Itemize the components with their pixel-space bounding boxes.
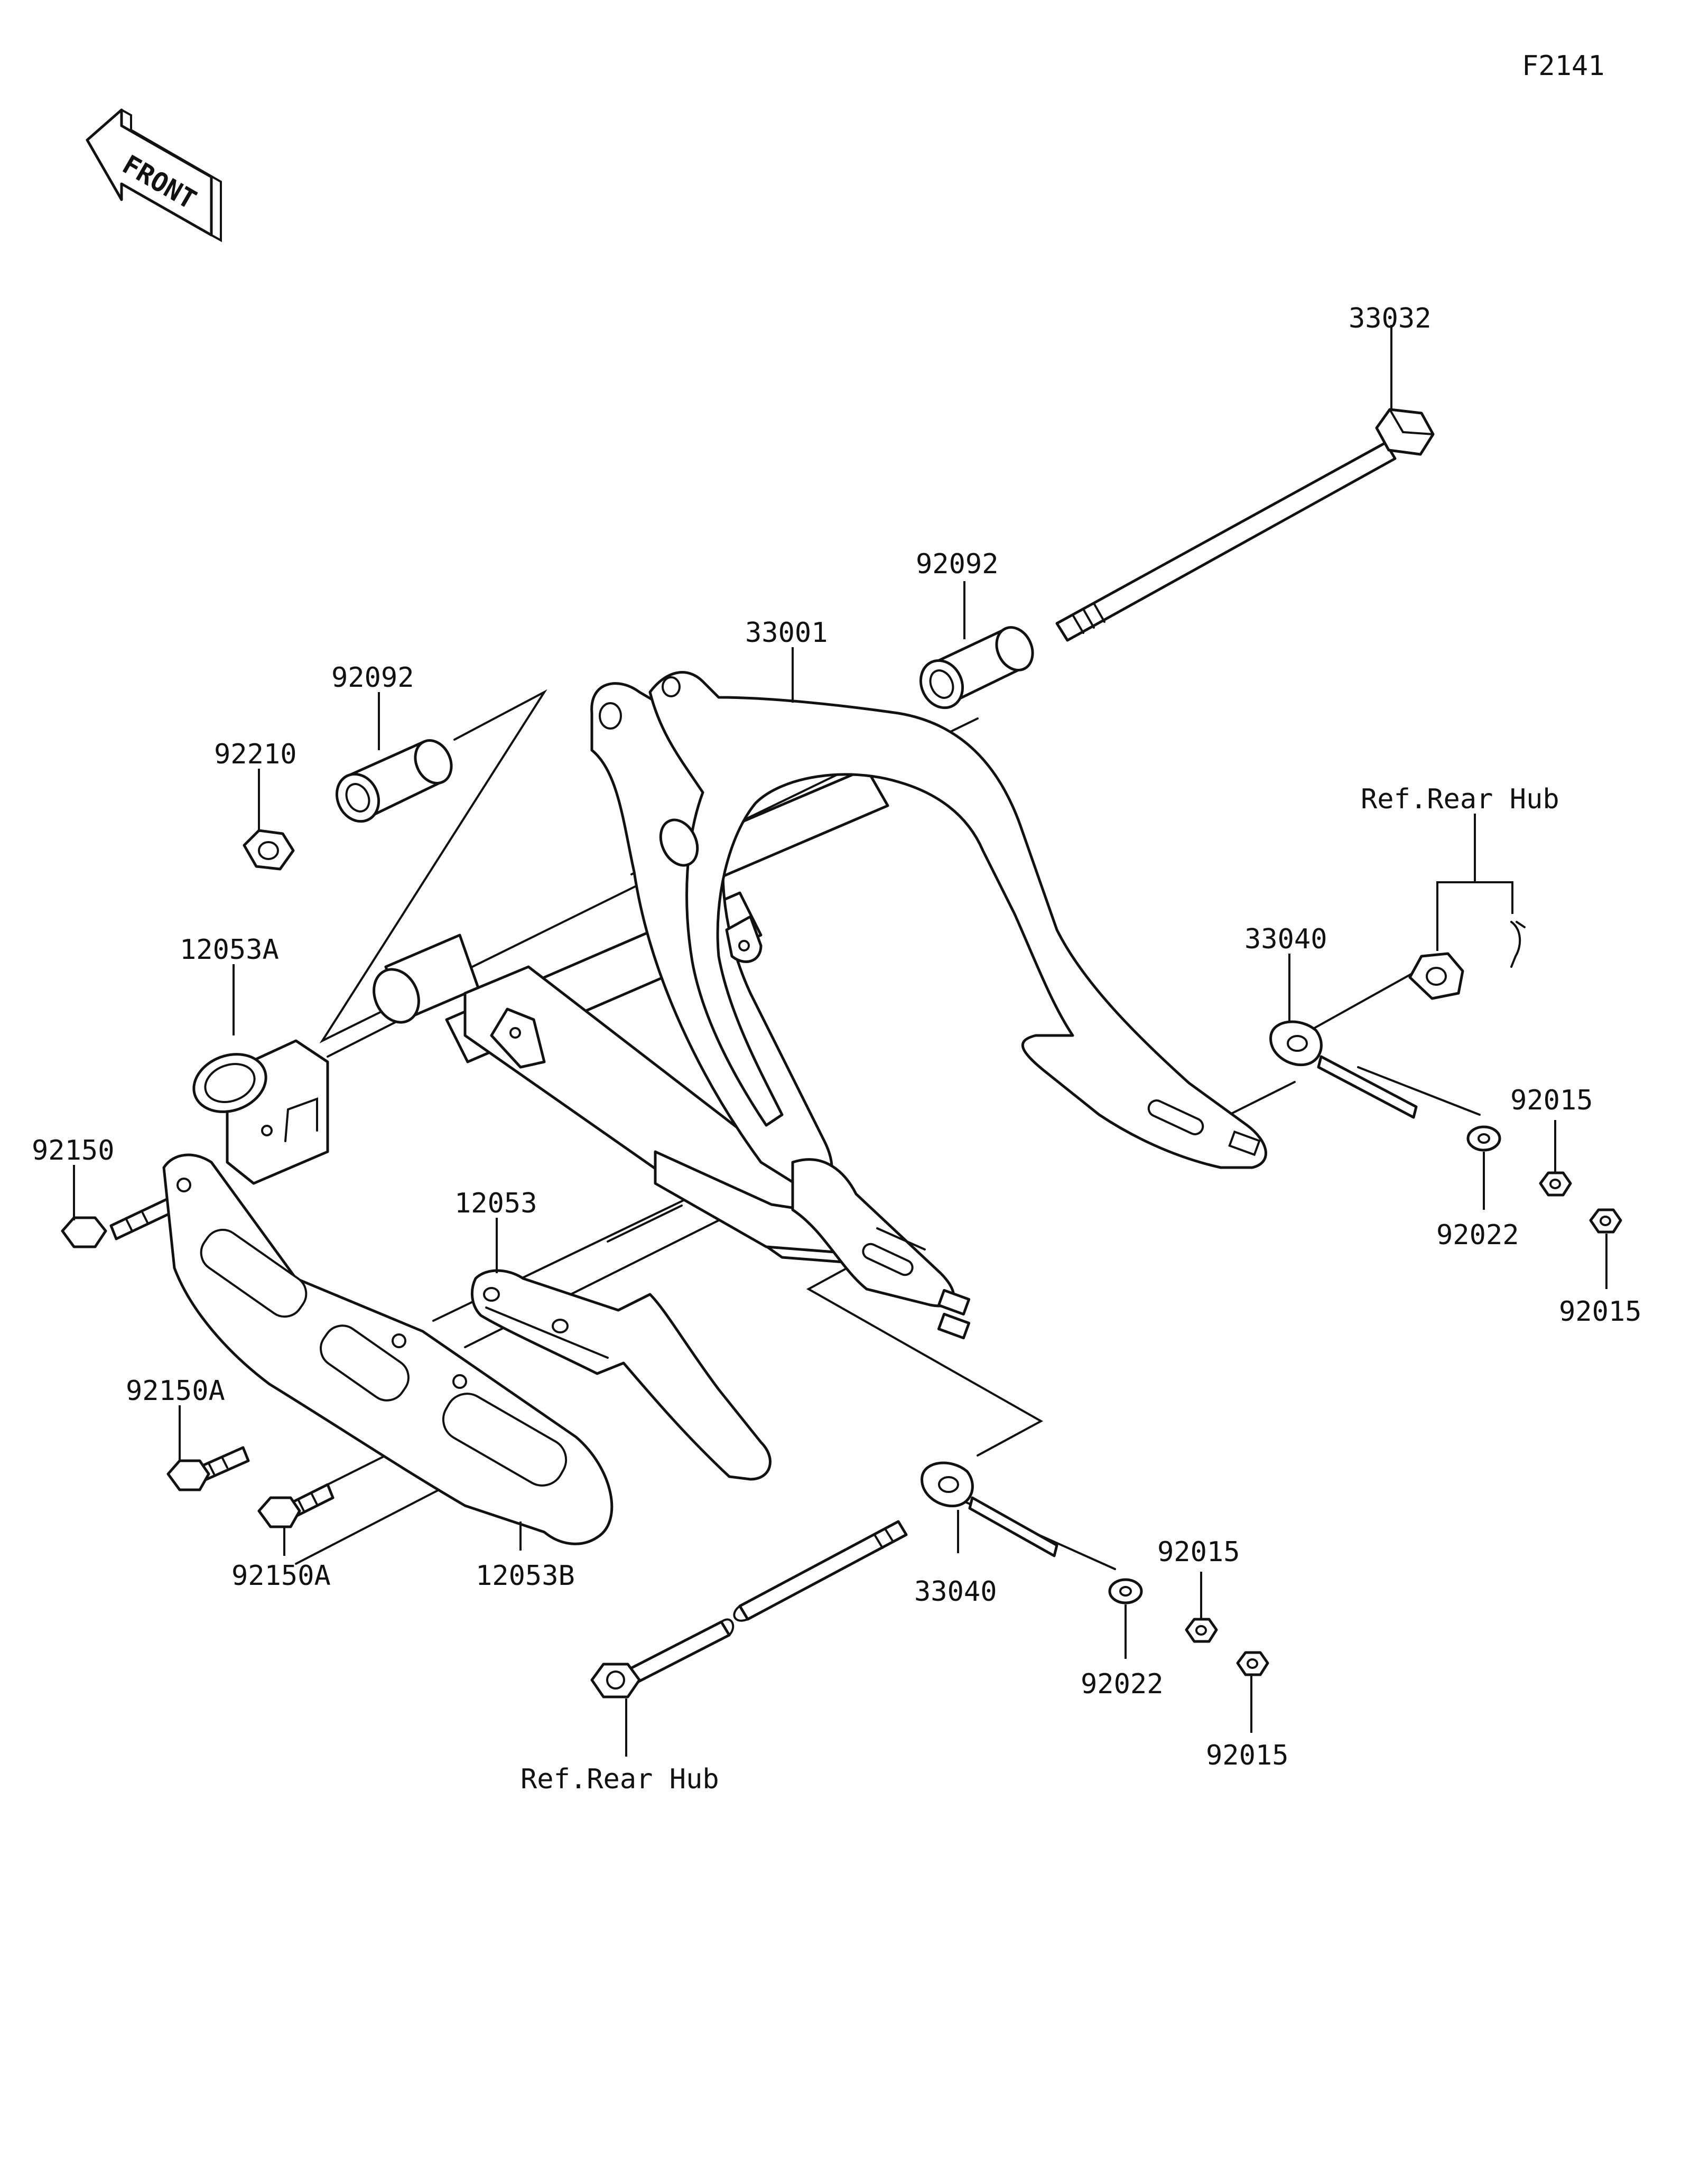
callout-92150: 92150 [32,1135,115,1166]
nut-92210 [243,829,295,871]
callout-92150A-lower: 92150A [231,1560,331,1592]
nut-92015-right-1 [1539,1171,1572,1197]
bushing-92092-left [335,739,453,823]
callout-92210: 92210 [214,739,297,770]
pivot-shaft-33032 [1055,408,1435,642]
bolt-92150A-lower [257,1483,335,1528]
callout-92015-right-2: 92015 [1559,1296,1642,1328]
nut-92015-bottom-2 [1236,1651,1269,1676]
callout-33040-right: 33040 [1244,923,1327,955]
callout-92015-bottom-1: 92015 [1157,1536,1240,1568]
callout-92092-left: 92092 [331,662,414,694]
callout-92015-right-1: 92015 [1510,1085,1593,1116]
nut-92015-right-2 [1589,1208,1622,1234]
rear-hub-axle-lower [590,1520,908,1698]
callout-ref-rear-hub-lower: Ref.Rear Hub [521,1763,719,1795]
callout-ref-rear-hub-upper: Ref.Rear Hub [1361,783,1559,815]
callout-92022-bottom: 92022 [1081,1668,1164,1700]
front-arrow-icon: FRONT [86,108,222,242]
washer-92022-right [1466,1125,1501,1152]
callout-92092-right: 92092 [916,548,999,580]
callout-33001: 33001 [745,617,828,649]
callout-12053: 12053 [454,1188,537,1219]
figure-code: F2141 [1522,50,1605,82]
chain-guide-12053 [470,1269,772,1481]
bushing-92092-right [919,626,1034,710]
rear-hub-nut-upper [1408,921,1526,1000]
callout-12053A: 12053A [180,934,279,966]
chain-adjuster-33040-bottom [921,1461,1058,1557]
callout-33040-bottom: 33040 [914,1576,997,1608]
callout-92150A-upper: 92150A [126,1375,225,1407]
callout-92022-right: 92022 [1436,1219,1519,1251]
callout-12053B: 12053B [476,1560,575,1592]
chain-guide-block-12053A [192,1039,329,1185]
chain-guide-plate-12053B [162,1153,614,1545]
washer-92022-bottom [1108,1578,1143,1604]
nut-92015-bottom-1 [1185,1618,1218,1643]
callout-33032: 33032 [1349,303,1432,334]
leader-ref-rear-hub-upper [1436,881,1513,951]
callout-92015-bottom-2: 92015 [1206,1740,1289,1771]
chain-adjuster-33040-right [1269,1020,1418,1119]
swing-arm-33001 [373,671,1267,1340]
